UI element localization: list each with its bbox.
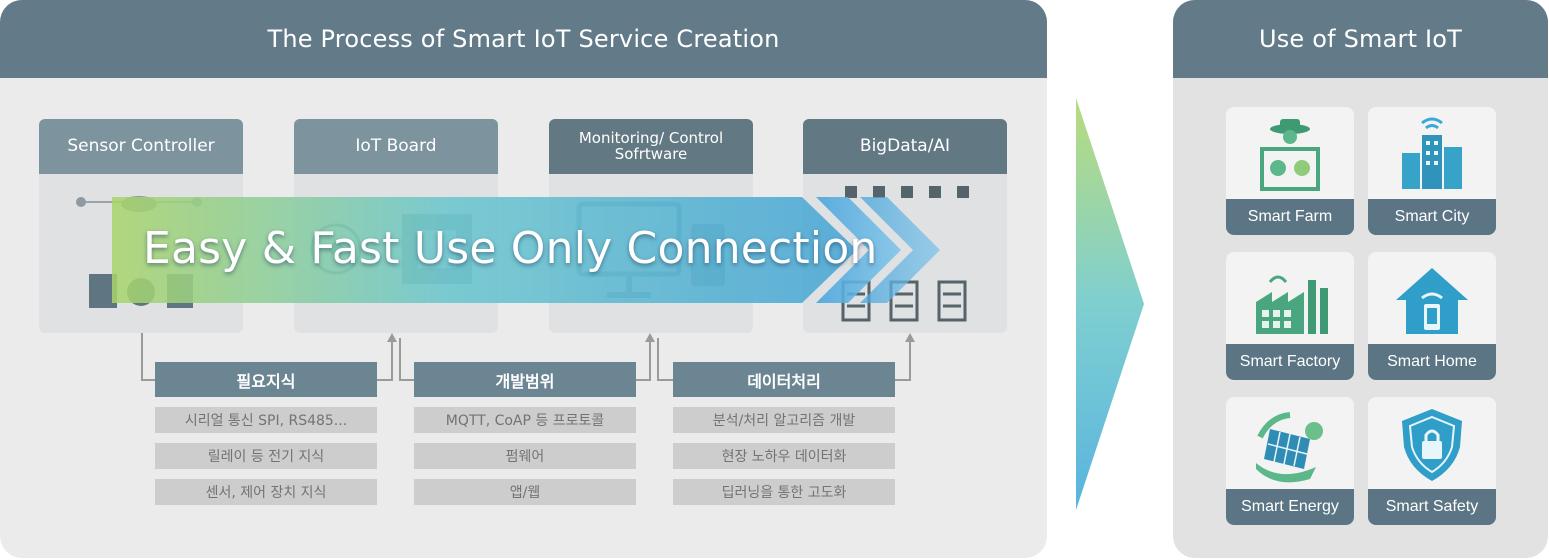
section-title: 필요지식	[155, 362, 377, 397]
factory-icon	[1256, 275, 1328, 334]
stage-title: Sensor Controller	[39, 119, 243, 174]
shield-lock-icon	[1402, 409, 1462, 481]
use-card-smart-factory: Smart Factory	[1226, 252, 1354, 380]
use-card-smart-safety: Smart Safety	[1368, 397, 1496, 525]
process-panel: The Process of Smart IoT Service Creatio…	[0, 0, 1047, 558]
use-card-smart-farm: Smart Farm	[1226, 107, 1354, 235]
use-label: Smart Safety	[1368, 489, 1496, 525]
banner-text: Easy & Fast Use Only Connection	[143, 223, 878, 274]
city-buildings-icon	[1402, 117, 1462, 189]
stage-title: BigData/AI	[803, 119, 1007, 174]
use-panel-title: Use of Smart IoT	[1173, 0, 1548, 78]
stage-title: IoT Board	[294, 119, 498, 174]
section-data-processing: 데이터처리 분석/처리 알고리즘 개발 현장 노하우 데이터화 딥러닝을 통한 …	[673, 362, 895, 505]
solar-panel-icon	[1256, 412, 1323, 483]
farmer-icon	[1260, 119, 1320, 191]
connector-lines	[141, 333, 915, 381]
use-label: Smart Farm	[1226, 199, 1354, 235]
use-card-smart-city: Smart City	[1368, 107, 1496, 235]
section-item: 앱/웹	[414, 479, 636, 505]
flow-arrow	[1076, 98, 1144, 510]
section-item: 펌웨어	[414, 443, 636, 469]
section-item: 현장 노하우 데이터화	[673, 443, 895, 469]
use-card-smart-energy: Smart Energy	[1226, 397, 1354, 525]
use-label: Smart Home	[1368, 344, 1496, 380]
section-title: 데이터처리	[673, 362, 895, 397]
connection-banner-arrow	[112, 197, 940, 303]
use-label: Smart Energy	[1226, 489, 1354, 525]
section-item: 릴레이 등 전기 지식	[155, 443, 377, 469]
section-development-scope: 개발범위 MQTT, CoAP 등 프로토콜 펌웨어 앱/웹	[414, 362, 636, 505]
section-item: 센서, 제어 장치 지식	[155, 479, 377, 505]
section-title: 개발범위	[414, 362, 636, 397]
use-panel: Use of Smart IoT Smart Farm	[1173, 0, 1548, 558]
use-label: Smart Factory	[1226, 344, 1354, 380]
section-item: 시리얼 통신 SPI, RS485...	[155, 407, 377, 433]
section-item: 분석/처리 알고리즘 개발	[673, 407, 895, 433]
section-required-knowledge: 필요지식 시리얼 통신 SPI, RS485... 릴레이 등 전기 지식 센서…	[155, 362, 377, 505]
use-card-smart-home: Smart Home	[1368, 252, 1496, 380]
section-item: 딥러닝을 통한 고도화	[673, 479, 895, 505]
process-panel-title: The Process of Smart IoT Service Creatio…	[0, 0, 1047, 78]
stage-title: Monitoring/ Control Sofrtware	[549, 119, 753, 174]
use-label: Smart City	[1368, 199, 1496, 235]
stage-card-bigdata-ai: BigData/AI	[803, 119, 1007, 333]
section-item: MQTT, CoAP 등 프로토콜	[414, 407, 636, 433]
house-phone-icon	[1396, 268, 1468, 334]
